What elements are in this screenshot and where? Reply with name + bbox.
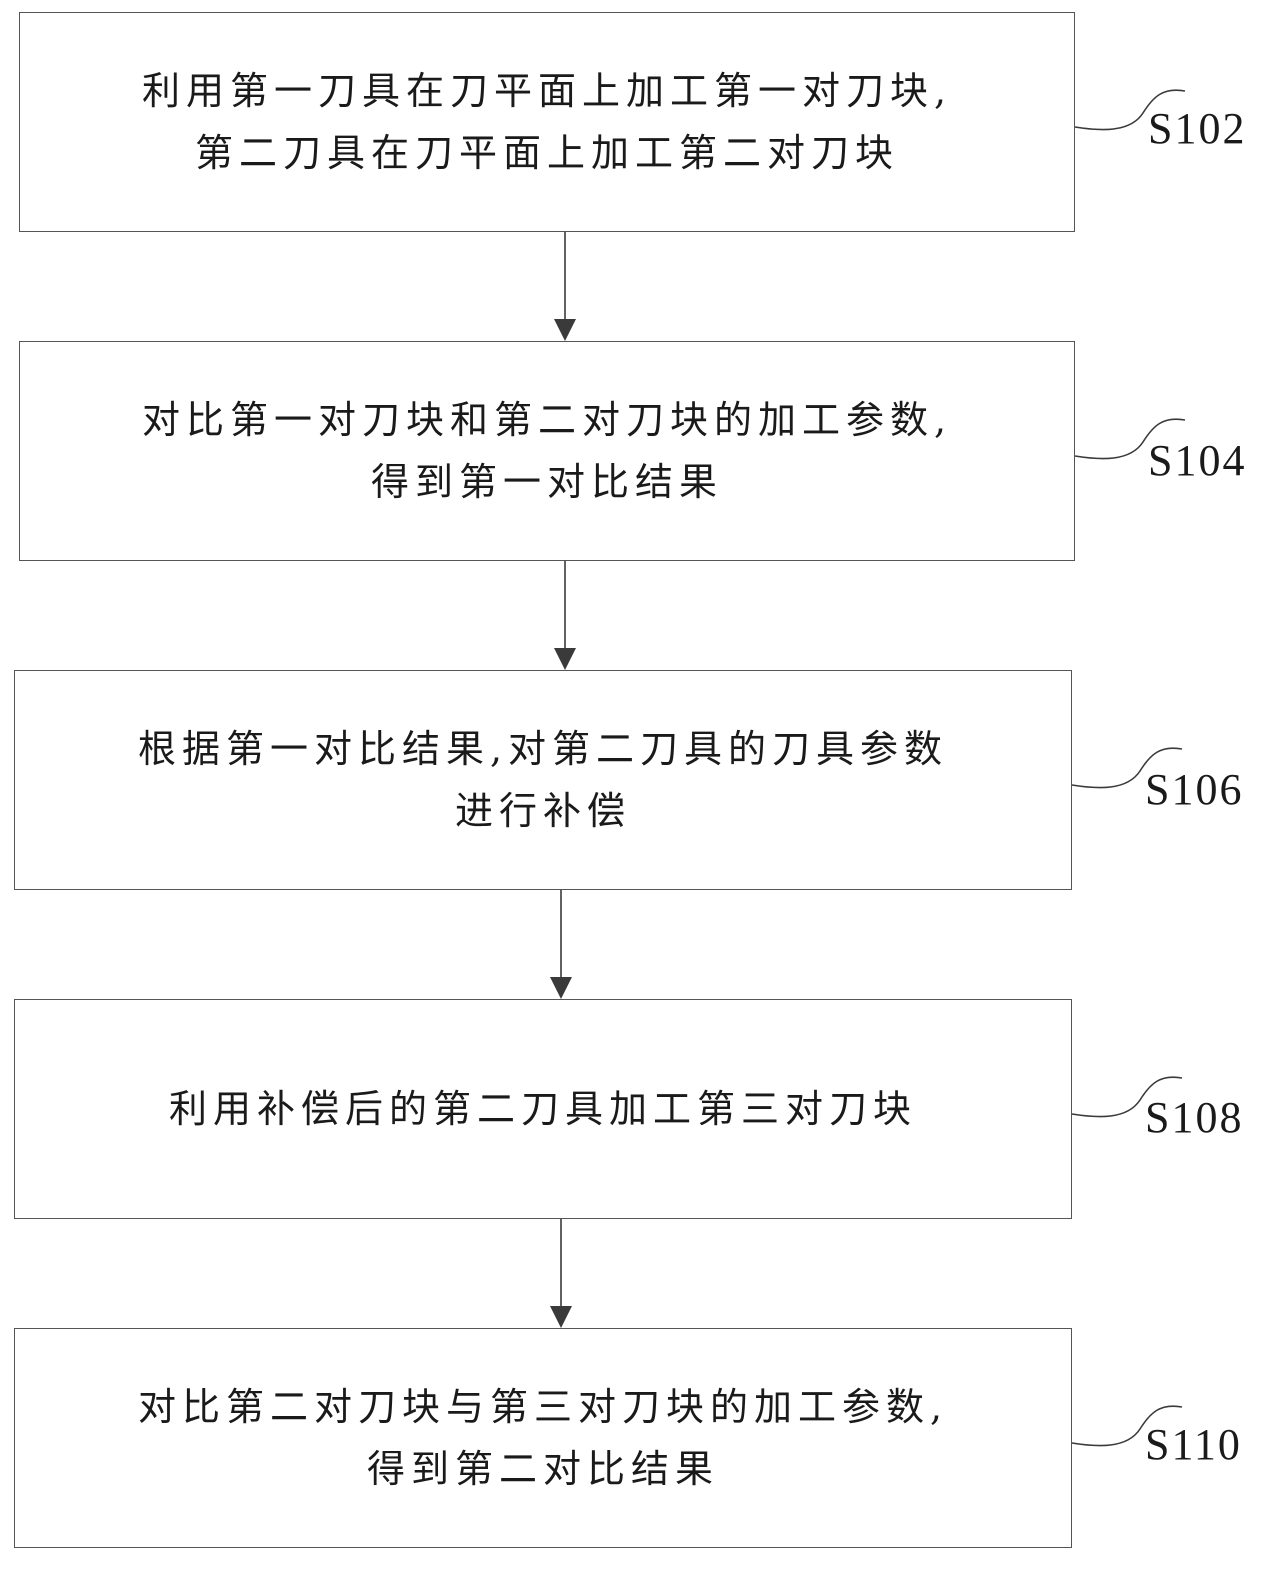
arrow-head: [550, 1306, 572, 1328]
step-box-s102: 利用第一刀具在刀平面上加工第一对刀块, 第二刀具在刀平面上加工第二对刀块: [19, 12, 1075, 232]
step-label-s106: S106: [1145, 765, 1244, 814]
leader-line-s108: [1071, 1076, 1183, 1118]
step-text-line: 对比第二对刀块与第三对刀块的加工参数,: [137, 1385, 949, 1429]
step-label-s108: S108: [1145, 1093, 1244, 1142]
step-label-s102: S102: [1148, 104, 1247, 153]
step-text-line: 利用补偿后的第二刀具加工第三对刀块: [168, 1087, 917, 1131]
step-text-line: 进行补偿: [454, 789, 631, 833]
step-label-s110: S110: [1145, 1420, 1242, 1469]
step-box-s108: 利用补偿后的第二刀具加工第三对刀块: [14, 999, 1072, 1219]
arrow-head: [550, 977, 572, 999]
arrow-head: [554, 648, 576, 670]
step-box-s106: 根据第一对比结果,对第二刀具的刀具参数进行补偿: [14, 670, 1072, 890]
leader-line-s102: [1074, 89, 1186, 131]
leader-line-s106: [1071, 747, 1183, 789]
leader-line-s104: [1074, 418, 1186, 460]
step-text-line: 根据第一对比结果,对第二刀具的刀具参数: [137, 727, 949, 771]
step-text-line: 得到第一对比结果: [370, 460, 723, 504]
step-text-line: 第二刀具在刀平面上加工第二对刀块: [194, 131, 899, 175]
step-box-s110: 对比第二对刀块与第三对刀块的加工参数, 得到第二对比结果: [14, 1328, 1072, 1548]
step-text-line: 对比第一对刀块和第二对刀块的加工参数,: [141, 398, 953, 442]
step-label-s104: S104: [1148, 436, 1247, 485]
leader-line-s110: [1071, 1405, 1183, 1447]
arrow-head: [554, 319, 576, 341]
step-text-line: 得到第二对比结果: [366, 1447, 719, 1491]
step-box-s104: 对比第一对刀块和第二对刀块的加工参数, 得到第一对比结果: [19, 341, 1075, 561]
step-text-line: 利用第一刀具在刀平面上加工第一对刀块,: [141, 69, 953, 113]
